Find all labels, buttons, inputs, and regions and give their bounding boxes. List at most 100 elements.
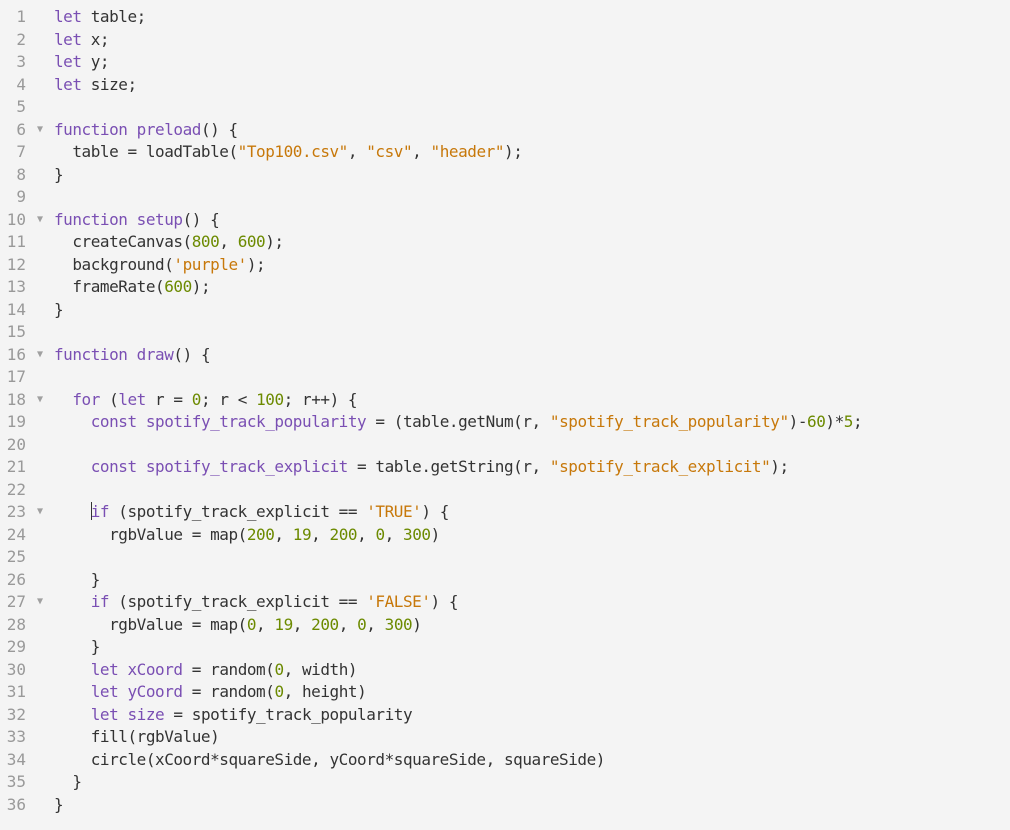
code-token: ); — [246, 254, 266, 274]
line-number: 26 — [6, 569, 26, 589]
code-token: ) — [412, 614, 422, 634]
triangle-down-icon[interactable]: ▼ — [36, 213, 44, 225]
code-line[interactable]: 17 — [0, 366, 1010, 389]
code-line[interactable]: 36} — [0, 794, 1010, 817]
code-token: , — [256, 614, 275, 634]
code-token: "spotify_track_popularity" — [549, 412, 789, 431]
code-token: "spotify_track_explicit" — [549, 457, 771, 476]
code-line[interactable]: 14} — [0, 299, 1010, 322]
code-line[interactable]: 3 let y; — [0, 51, 1010, 74]
code-line[interactable]: 13 frameRate(600); — [0, 276, 1010, 299]
triangle-down-icon[interactable]: ▼ — [36, 393, 44, 405]
line-number: 14 — [6, 299, 26, 319]
code-line[interactable]: 19 const spotify_track_popularity = (tab… — [0, 411, 1010, 434]
code-token: function — [54, 119, 128, 139]
code-token: ( — [99, 389, 119, 409]
code-line[interactable]: 15 — [0, 321, 1010, 344]
code-token: const — [90, 457, 137, 476]
code-line[interactable]: 26 } — [0, 569, 1010, 592]
code-token: () { — [173, 344, 211, 364]
code-token: } — [54, 794, 64, 814]
code-line[interactable]: 9 — [0, 186, 1010, 209]
code-line[interactable]: 35 } — [0, 771, 1010, 794]
code-line[interactable]: 27▼ if (spotify_track_explicit == 'FALSE… — [0, 591, 1010, 614]
code-line[interactable]: 34 circle(xCoord*squareSide, yCoord*squa… — [0, 749, 1010, 772]
code-token: let — [54, 74, 82, 94]
code-line[interactable]: 7 table = loadTable("Top100.csv", "csv",… — [0, 141, 1010, 164]
code-line[interactable]: 16▼function draw() { — [0, 344, 1010, 367]
code-token: let — [54, 52, 82, 71]
line-number: 3 — [16, 52, 26, 71]
code-token — [54, 592, 91, 611]
code-text: function setup() { — [54, 209, 220, 232]
code-token: createCanvas( — [54, 232, 192, 251]
code-token: 'TRUE' — [366, 502, 422, 521]
line-number: 35 — [6, 772, 26, 791]
code-token: 300 — [384, 614, 413, 634]
code-token: 300 — [403, 524, 431, 544]
code-line[interactable]: 21 const spotify_track_explicit = table.… — [0, 456, 1010, 479]
code-line[interactable]: 22 — [0, 479, 1010, 502]
triangle-down-icon[interactable]: ▼ — [36, 348, 44, 360]
line-number: 29 — [6, 637, 26, 656]
code-line[interactable]: 32 let size = spotify_track_popularity — [0, 704, 1010, 727]
code-token: ); — [770, 457, 789, 476]
code-text: frameRate(600); — [54, 276, 210, 299]
code-text: let size = spotify_track_popularity — [54, 704, 413, 727]
code-text: let y; — [54, 51, 110, 74]
code-token: xCoord — [127, 659, 183, 679]
code-line[interactable]: 28 rgbValue = map(0, 19, 200, 0, 300) — [0, 614, 1010, 637]
code-token: ; — [852, 412, 863, 431]
code-line[interactable]: 18▼ for (let r = 0; r < 100; r++) { — [0, 389, 1010, 412]
triangle-down-icon[interactable]: ▼ — [36, 123, 44, 135]
code-token — [54, 412, 91, 431]
code-line[interactable]: 29 } — [0, 636, 1010, 659]
code-token: 5 — [843, 412, 854, 431]
code-text: } — [54, 794, 64, 817]
line-number: 15 — [6, 322, 26, 341]
code-text: circle(xCoord*squareSide, yCoord*squareS… — [54, 749, 606, 772]
code-line[interactable]: 8} — [0, 164, 1010, 187]
code-token: , width) — [283, 659, 358, 679]
line-number: 8 — [16, 164, 26, 184]
code-line[interactable]: 23▼ if (spotify_track_explicit == 'TRUE'… — [0, 501, 1010, 524]
code-line[interactable]: 31 let yCoord = random(0, height) — [0, 681, 1010, 704]
text-cursor — [90, 502, 92, 520]
triangle-down-icon[interactable]: ▼ — [36, 596, 44, 607]
code-token: if — [90, 592, 110, 611]
code-text: const spotify_track_explicit = table.get… — [54, 456, 789, 479]
code-line[interactable]: 10▼function setup() { — [0, 209, 1010, 232]
code-token: , — [347, 142, 367, 161]
code-line[interactable]: 24 rgbValue = map(200, 19, 200, 0, 300) — [0, 524, 1010, 547]
code-token: (spotify_track_explicit == — [109, 592, 367, 611]
code-token — [137, 457, 146, 476]
code-line[interactable]: 30 let xCoord = random(0, width) — [0, 659, 1010, 682]
code-token: 600 — [237, 232, 266, 251]
code-token: () { — [200, 119, 238, 139]
line-number: 7 — [16, 142, 26, 161]
code-line[interactable]: 12 background('purple'); — [0, 254, 1010, 277]
line-number: 9 — [16, 187, 26, 206]
code-line[interactable]: 20 — [0, 434, 1010, 457]
code-token: )* — [825, 412, 844, 431]
code-token: () { — [182, 209, 220, 229]
code-token: preload — [136, 119, 202, 139]
code-text: let size; — [54, 74, 137, 97]
code-token: ; r++) { — [283, 389, 358, 409]
code-line[interactable]: 25 — [0, 546, 1010, 569]
triangle-down-icon[interactable]: ▼ — [36, 506, 44, 517]
code-line[interactable]: 6▼function preload() { — [0, 119, 1010, 142]
line-number: 30 — [6, 659, 26, 679]
code-line[interactable]: 33 fill(rgbValue) — [0, 726, 1010, 749]
code-line[interactable]: 5 — [0, 96, 1010, 119]
line-number: 13 — [6, 277, 26, 296]
code-line[interactable]: 11 createCanvas(800, 600); — [0, 231, 1010, 254]
code-token: rgbValue = map( — [54, 524, 247, 544]
code-token: "csv" — [366, 142, 413, 161]
code-text: const spotify_track_popularity = (table.… — [54, 411, 863, 434]
